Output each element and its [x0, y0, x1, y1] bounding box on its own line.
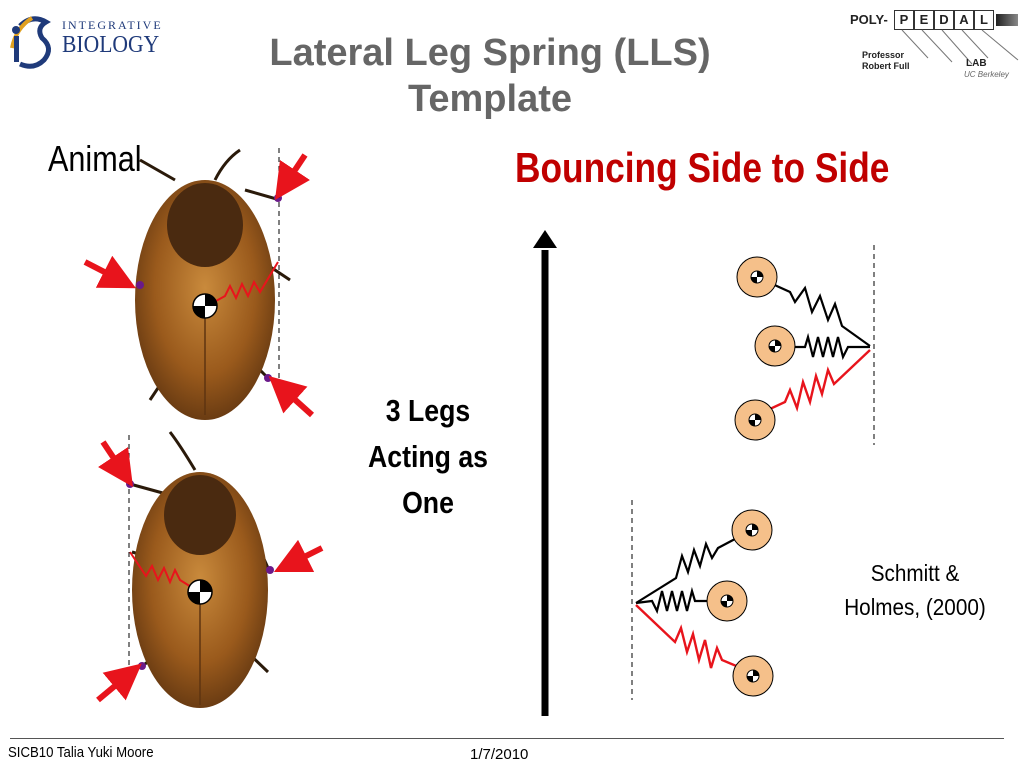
cockroach-top-leg-spring [206, 261, 279, 307]
poly-pedal-lab-logo: POLY- P E D A L Professor Robert Full LA… [848, 10, 1020, 82]
spring-top-red [754, 349, 871, 418]
logo-text-poly: POLY- [850, 12, 888, 27]
slide-title-line1: Lateral Leg Spring (LLS) [269, 32, 711, 74]
footer-date: 1/7/2010 [470, 746, 529, 763]
ib-logo-icon [10, 16, 51, 69]
logo-letter-e: E [914, 10, 934, 30]
cockroach-top-foot-marker [264, 374, 272, 382]
red-arrows-top [83, 153, 315, 418]
body-mass-top-2 [754, 325, 796, 367]
logo-letter-a: A [954, 10, 974, 30]
cockroach-bottom-foot-marker [138, 662, 146, 670]
body-mass-top-3 [734, 399, 776, 441]
citation: Schmitt & Holmes, (2000) [830, 556, 1001, 624]
footer-divider [10, 738, 1004, 739]
logo-letter-p: P [894, 10, 914, 30]
red-arrow-icon [275, 153, 310, 200]
logo-lab: LAB [966, 58, 987, 69]
cockroach-bottom-foot-marker [126, 480, 134, 488]
body-mass-top-1 [736, 256, 778, 298]
spring-bottom-middle [635, 586, 727, 615]
slide-title-line2: Template [407, 78, 572, 120]
spring-model-top [734, 245, 875, 445]
integrative-biology-logo: INTEGRATIVE BIOLOGY [6, 8, 166, 74]
logo-diagonal-lines [901, 29, 1019, 65]
body-mass-bottom-2 [706, 580, 748, 622]
citation-line2: Holmes, (2000) [844, 594, 986, 620]
red-arrow-icon [268, 375, 315, 418]
logo-affiliation: UC Berkeley [964, 70, 1009, 79]
logo-letter-l: L [974, 10, 994, 30]
logo-letter-d: D [934, 10, 954, 30]
logo-text-biology: BIOLOGY [62, 32, 160, 58]
cockroach-bottom-foot-marker [266, 566, 274, 574]
cockroach-bottom-head [164, 475, 236, 555]
cockroach-bottom-leg-spring [129, 551, 197, 591]
cockroach-top-com-icon [192, 293, 218, 319]
three-legs-text: 3 Legs Acting as One [361, 388, 495, 526]
red-arrow-icon [96, 663, 142, 703]
body-mass-bottom-1 [731, 509, 773, 551]
red-arrow-icon [83, 255, 137, 289]
cockroach-top-head [167, 183, 243, 267]
spring-top-middle [773, 332, 870, 361]
cockroach-top-foot-marker [136, 281, 144, 289]
cockroach-top-foot-marker [274, 194, 282, 202]
three-legs-line1: 3 Legs [385, 393, 471, 428]
cockroach-bottom [126, 431, 274, 708]
logo-professor-label: Professor [862, 50, 905, 60]
footer-author: SICB10 Talia Yuki Moore [8, 744, 154, 761]
arrow-up-icon [533, 230, 557, 248]
cockroach-bottom-com-icon [187, 579, 213, 605]
red-arrow-icon [273, 539, 324, 573]
three-legs-line2: Acting as [368, 439, 488, 474]
logo-bar [996, 14, 1018, 26]
animal-label: Animal [48, 138, 142, 179]
spring-bottom-red [635, 604, 754, 675]
logo-professor-name: Robert Full [862, 61, 910, 71]
spring-bottom-upper [635, 529, 753, 604]
three-legs-line3: One [402, 485, 454, 520]
logo-text-integrative: INTEGRATIVE [62, 18, 163, 32]
cockroach-top [135, 148, 291, 420]
citation-line1: Schmitt & [870, 560, 960, 586]
spring-top-upper [756, 275, 871, 347]
red-arrows-bottom [96, 440, 324, 703]
time-arrow [533, 230, 557, 716]
slide-title: Lateral Leg Spring (LLS) Template [180, 30, 800, 122]
spring-model-bottom [631, 500, 774, 700]
red-arrow-icon [98, 440, 133, 487]
bouncing-title: Bouncing Side to Side [515, 144, 890, 191]
logo-professor: Professor Robert Full [862, 50, 910, 72]
body-mass-bottom-3 [732, 655, 774, 697]
